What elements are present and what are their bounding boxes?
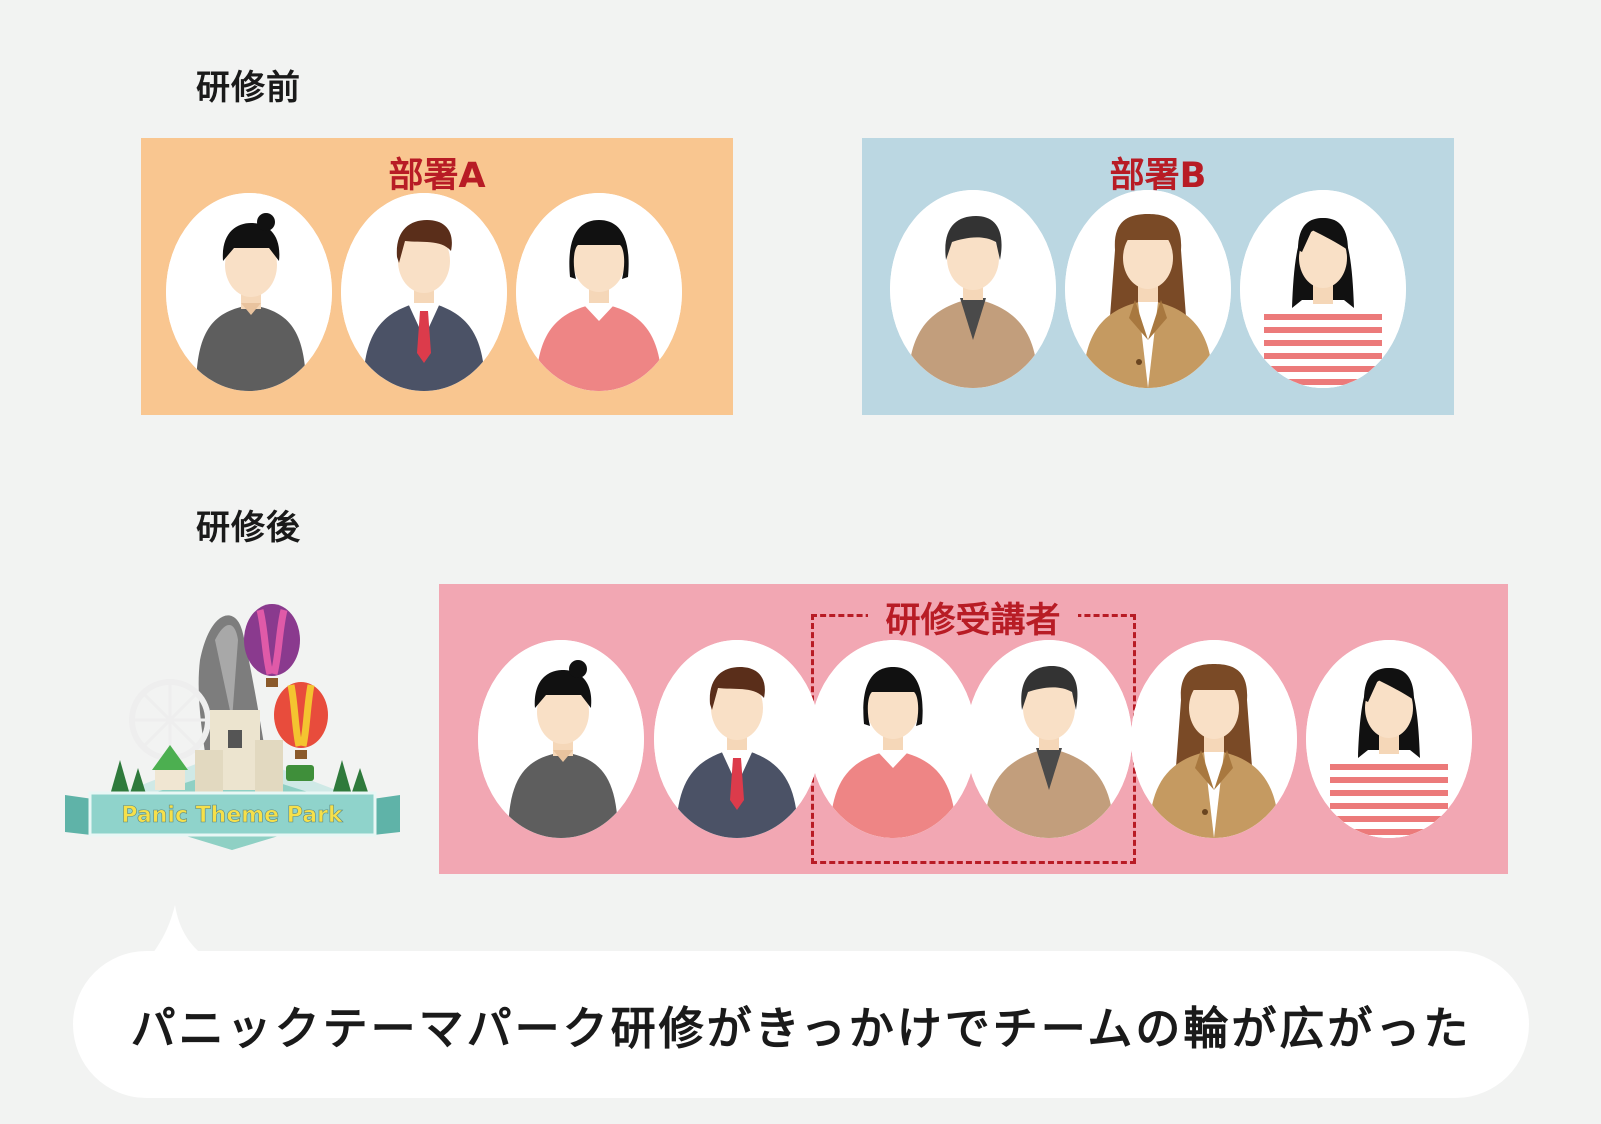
panic-theme-park-logo: Panic Theme Park bbox=[60, 600, 405, 862]
person-stripe-woman-icon bbox=[1306, 640, 1472, 838]
bubble-message: パニックテーマパーク研修がきっかけでチームの輪が広がった bbox=[130, 1002, 1472, 1055]
trainees-title: 研修受講者 bbox=[885, 601, 1061, 641]
department-a-title: 部署A bbox=[388, 156, 486, 196]
person-jacket-woman-icon bbox=[1065, 190, 1231, 388]
person-bun-gray-icon bbox=[166, 193, 332, 391]
person-suit-man-icon bbox=[654, 640, 820, 838]
after-training-label: 研修後 bbox=[196, 508, 301, 548]
person-tan-man-icon bbox=[890, 190, 1056, 388]
department-b-title: 部署B bbox=[1109, 156, 1207, 196]
bubble-tail bbox=[150, 905, 205, 957]
person-pink-woman-icon bbox=[810, 640, 976, 838]
person-jacket-woman-icon bbox=[1131, 640, 1297, 838]
person-pink-woman-icon bbox=[516, 193, 682, 391]
person-tan-man-icon bbox=[966, 640, 1132, 838]
person-bun-gray-icon bbox=[478, 640, 644, 838]
trainee-title-backdrop bbox=[868, 595, 1078, 639]
person-stripe-woman-icon bbox=[1240, 190, 1406, 388]
person-suit-man-icon bbox=[341, 193, 507, 391]
speech-bubble: パニックテーマパーク研修がきっかけでチームの輪が広がった bbox=[73, 951, 1529, 1098]
before-training-label: 研修前 bbox=[196, 68, 301, 108]
logo-text: Panic Theme Park bbox=[121, 803, 344, 828]
